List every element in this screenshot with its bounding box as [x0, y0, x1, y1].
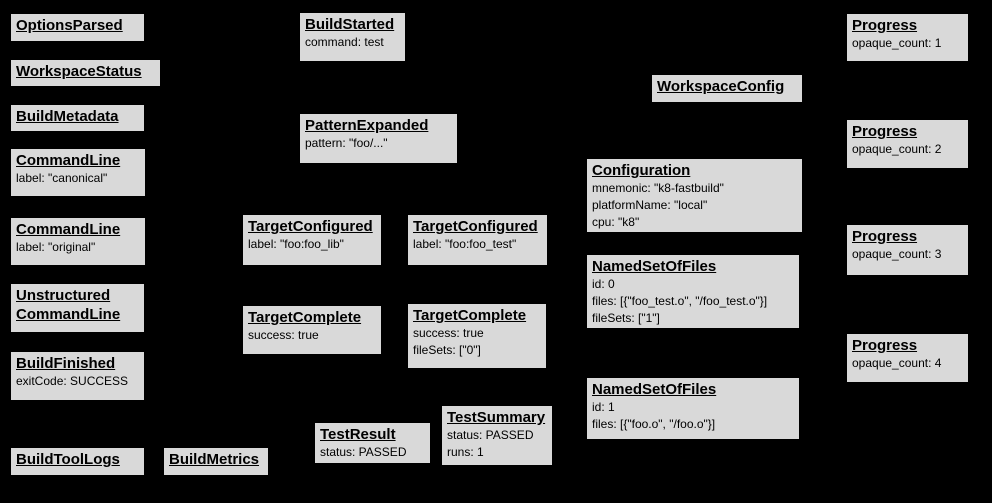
- node-progress-3: Progress opaque_count: 3: [846, 224, 969, 276]
- node-unstructured-command-line: Unstructured CommandLine: [10, 283, 145, 333]
- node-test-result: TestResult status: PASSED: [314, 422, 431, 464]
- node-title: NamedSetOfFiles: [592, 381, 717, 398]
- node-attribute: status: PASSED: [320, 445, 407, 459]
- node-named-set-of-files-0: NamedSetOfFiles id: 0 files: [{"foo_test…: [586, 254, 800, 329]
- node-attribute: status: PASSED: [447, 428, 534, 442]
- node-configuration: Configuration mnemonic: "k8-fastbuild" p…: [586, 158, 803, 233]
- node-attribute: id: 0: [592, 277, 615, 291]
- node-title: BuildMetadata: [16, 108, 119, 125]
- node-attribute: label: "original": [16, 240, 96, 254]
- node-attribute: cpu: "k8": [592, 215, 640, 229]
- node-test-summary: TestSummary status: PASSED runs: 1: [441, 405, 553, 466]
- node-workspace-config: WorkspaceConfig: [651, 74, 803, 103]
- node-title: Progress: [852, 17, 918, 34]
- node-attribute: opaque_count: 2: [852, 142, 942, 156]
- node-title: BuildFinished: [16, 355, 116, 372]
- node-title: BuildToolLogs: [16, 451, 120, 468]
- node-title: Unstructured CommandLine: [16, 287, 121, 323]
- node-target-complete-lib: TargetComplete success: true: [242, 305, 382, 355]
- node-attribute: mnemonic: "k8-fastbuild": [592, 181, 724, 195]
- node-workspace-status: WorkspaceStatus: [10, 59, 161, 87]
- node-attribute: pattern: "foo/...": [305, 136, 388, 150]
- node-title: BuildStarted: [305, 16, 395, 33]
- node-target-complete-test: TargetComplete success: true fileSets: […: [407, 303, 547, 369]
- node-target-configured-lib: TargetConfigured label: "foo:foo_lib": [242, 214, 382, 266]
- node-title: NamedSetOfFiles: [592, 258, 717, 275]
- node-command-line-original: CommandLine label: "original": [10, 217, 146, 266]
- node-attribute: id: 1: [592, 400, 615, 414]
- node-title: CommandLine: [16, 221, 121, 238]
- node-title: TargetConfigured: [248, 218, 373, 235]
- node-attribute: files: [{"foo.o", "/foo.o"}]: [592, 417, 716, 431]
- node-progress-1: Progress opaque_count: 1: [846, 13, 969, 62]
- node-title: CommandLine: [16, 152, 121, 169]
- node-title: TestResult: [320, 426, 396, 443]
- node-title: Progress: [852, 123, 918, 140]
- node-title: TestSummary: [447, 409, 546, 426]
- node-attribute: label: "canonical": [16, 171, 108, 185]
- node-build-metadata: BuildMetadata: [10, 104, 145, 132]
- node-attribute: platformName: "local": [592, 198, 708, 212]
- node-title: WorkspaceConfig: [657, 78, 785, 95]
- node-progress-2: Progress opaque_count: 2: [846, 119, 969, 169]
- node-attribute: fileSets: ["1"]: [592, 311, 660, 325]
- node-title: Progress: [852, 228, 918, 245]
- node-pattern-expanded: PatternExpanded pattern: "foo/...": [299, 113, 458, 164]
- node-progress-4: Progress opaque_count: 4: [846, 333, 969, 383]
- node-title: Configuration: [592, 162, 691, 179]
- node-attribute: command: test: [305, 35, 384, 49]
- node-attribute: files: [{"foo_test.o", "/foo_test.o"}]: [592, 294, 768, 308]
- node-target-configured-test: TargetConfigured label: "foo:foo_test": [407, 214, 548, 266]
- node-build-tool-logs: BuildToolLogs: [10, 447, 145, 476]
- node-title: PatternExpanded: [305, 117, 429, 134]
- node-title: TargetComplete: [413, 307, 527, 324]
- node-attribute: success: true: [248, 328, 319, 342]
- node-title: TargetConfigured: [413, 218, 538, 235]
- node-build-finished: BuildFinished exitCode: SUCCESS: [10, 351, 145, 401]
- node-attribute: success: true: [413, 326, 484, 340]
- node-attribute: runs: 1: [447, 445, 484, 459]
- node-title: WorkspaceStatus: [16, 63, 142, 80]
- node-title: BuildMetrics: [169, 451, 260, 468]
- node-attribute: fileSets: ["0"]: [413, 343, 481, 357]
- node-attribute: label: "foo:foo_test": [413, 237, 517, 251]
- node-title: Progress: [852, 337, 918, 354]
- node-attribute: opaque_count: 4: [852, 356, 942, 370]
- node-attribute: opaque_count: 3: [852, 247, 942, 261]
- node-title: OptionsParsed: [16, 17, 123, 34]
- node-attribute: opaque_count: 1: [852, 36, 942, 50]
- node-build-metrics: BuildMetrics: [163, 447, 269, 476]
- node-attribute: exitCode: SUCCESS: [16, 374, 129, 388]
- node-options-parsed: OptionsParsed: [10, 13, 145, 42]
- node-command-line-canonical: CommandLine label: "canonical": [10, 148, 146, 197]
- node-attribute: label: "foo:foo_lib": [248, 237, 344, 251]
- node-title: TargetComplete: [248, 309, 362, 326]
- node-build-started: BuildStarted command: test: [299, 12, 406, 62]
- node-named-set-of-files-1: NamedSetOfFiles id: 1 files: [{"foo.o", …: [586, 377, 800, 440]
